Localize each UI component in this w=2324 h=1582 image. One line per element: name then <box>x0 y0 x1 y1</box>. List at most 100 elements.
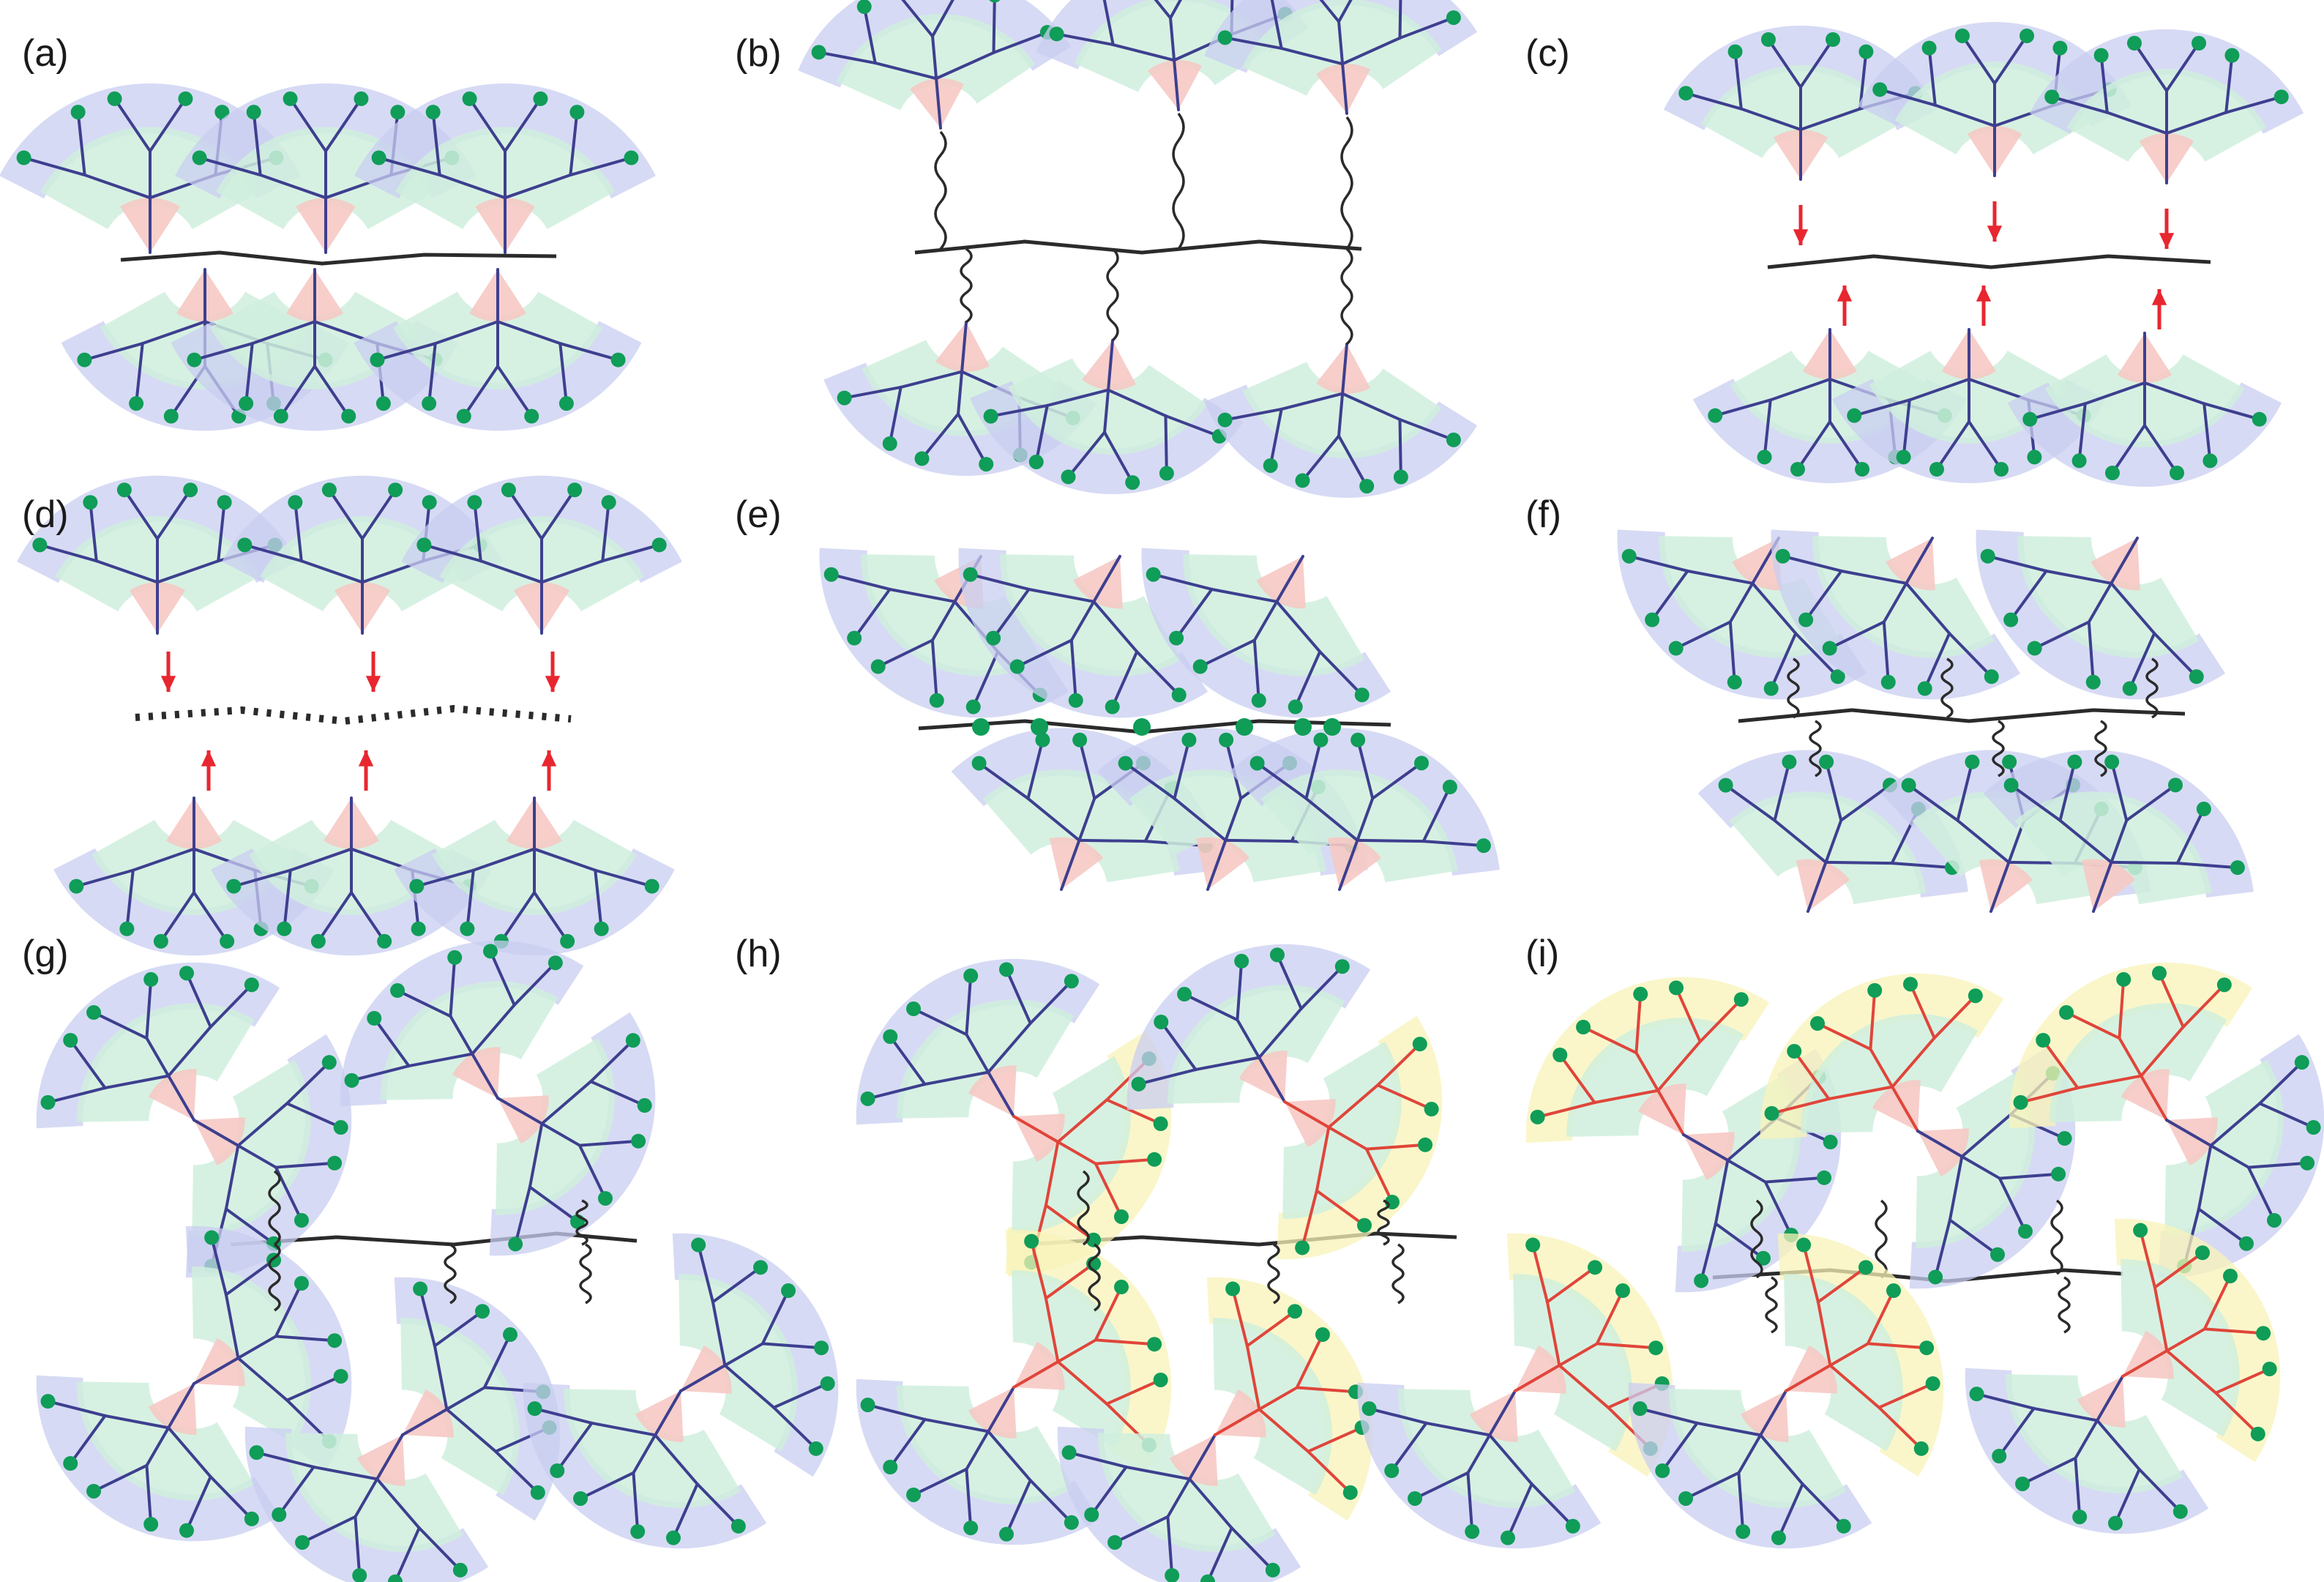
dendron-branch <box>1004 1479 1032 1536</box>
dendron-middle-shell <box>897 1385 1075 1504</box>
terminal-group-dot <box>1251 693 1266 708</box>
dendron <box>1965 1368 2209 1534</box>
dendron <box>1857 22 2132 177</box>
dendron-branch <box>987 1430 1032 1482</box>
dendron-branch <box>930 600 957 642</box>
dendron-branch <box>1975 1392 2036 1410</box>
dendron-branch <box>46 1086 107 1104</box>
dendron-branch <box>1269 407 1283 467</box>
terminal-group-dot <box>1980 548 1995 564</box>
terminal-group-dot <box>569 105 585 120</box>
dendron-branch <box>1111 43 1176 62</box>
dendron-branch <box>83 342 144 362</box>
terminal-group-dot <box>1756 1250 1771 1266</box>
dendron-branch <box>654 1433 699 1486</box>
dendron-branch <box>2113 1468 2141 1525</box>
dendron-branch <box>1763 1180 1793 1236</box>
dendron-branch <box>122 488 159 540</box>
dendron-branch <box>2092 860 2113 913</box>
terminal-group-dot <box>1764 1105 1779 1121</box>
dendron-branch <box>407 1052 474 1068</box>
terminal-group-dot <box>1147 1152 1162 1167</box>
dendron-core <box>148 1069 197 1120</box>
dendron-core <box>356 1435 406 1486</box>
dendron-branch <box>1338 838 1359 891</box>
dendron-core <box>2081 859 2136 911</box>
attachment-arrow-head <box>1837 286 1853 302</box>
dendron-branch <box>1656 1040 1702 1092</box>
dendron-branch <box>1877 1381 1935 1409</box>
dendron-core <box>1872 1080 1921 1131</box>
terminal-group-dot <box>1733 992 1749 1007</box>
dendron-branch <box>1698 998 1743 1043</box>
terminal-group-dot <box>1200 1574 1215 1582</box>
terminal-group-dot <box>631 1133 646 1149</box>
terminal-group-dot <box>2017 1223 2033 1239</box>
dendron-branch <box>1878 88 1937 107</box>
panel-label-h: (h) <box>735 933 782 975</box>
terminal-group-dot <box>1171 687 1187 703</box>
terminal-group-dot <box>2239 1236 2254 1251</box>
terminal-group-dot <box>1694 1273 1709 1288</box>
terminal-group-dot <box>971 755 987 771</box>
dendron-core <box>1796 859 1850 911</box>
dendron-outer-shell <box>489 1012 656 1256</box>
dendron-branch <box>960 321 968 373</box>
terminal-group-dot <box>1225 1281 1241 1296</box>
terminal-group-dot <box>2052 40 2068 56</box>
terminal-group-dot <box>2027 641 2042 656</box>
dendron-branch <box>1299 965 1344 1010</box>
dendron-branch <box>1816 1300 1832 1368</box>
terminal-group-dot <box>187 352 202 367</box>
dendron-branch <box>1424 1421 1492 1437</box>
terminal-group-dot <box>1992 1449 2007 1464</box>
dendron-outer-shell <box>185 1034 352 1278</box>
dendron-outer-shell <box>2158 1034 2324 1278</box>
dendron <box>36 962 280 1129</box>
dendron-branch <box>1028 980 1073 1025</box>
dendron-middle-shell <box>77 1381 255 1501</box>
dendron <box>354 268 642 431</box>
terminal-group-dot <box>550 1463 565 1479</box>
terminal-group-dot <box>1465 1524 1480 1540</box>
terminal-group-dot <box>1234 953 1249 969</box>
terminal-group-dot <box>1263 458 1278 473</box>
dendron-branch <box>145 1463 153 1526</box>
dendron-branch <box>923 1417 990 1433</box>
dendron-core <box>2091 538 2140 591</box>
terminal-group-dot <box>1446 432 1461 447</box>
graft-point-dot <box>1294 718 1312 736</box>
dendron-branch <box>1107 388 1167 418</box>
dendron-branch <box>252 111 262 177</box>
terminal-group-dot <box>1113 1209 1129 1224</box>
dendron-branch <box>46 1400 107 1417</box>
dendron-branch <box>1188 1477 1233 1530</box>
terminal-group-dot <box>1049 26 1064 42</box>
dendron-branch <box>2165 111 2228 135</box>
terminal-group-dot <box>2104 465 2120 480</box>
terminal-group-dot <box>2256 1326 2271 1341</box>
dendron-branch <box>1908 378 1970 402</box>
dendron-middle-shell <box>1513 1274 1632 1452</box>
terminal-group-dot <box>1954 29 1970 44</box>
dendron-branch <box>533 847 597 872</box>
dendron-branch <box>288 97 327 153</box>
dendron-branch <box>1188 1433 1217 1481</box>
dendron-branch <box>1828 1364 1881 1409</box>
dendron-branch <box>1413 1471 1470 1500</box>
terminal-group-dot <box>2003 612 2019 627</box>
dendron-branch <box>92 1463 149 1493</box>
terminal-group-dot <box>1678 1490 1694 1506</box>
dendron-branch <box>103 1414 171 1430</box>
terminal-group-dot <box>1880 674 1896 690</box>
panel-label-c: (c) <box>1525 32 1570 75</box>
dendron-branch <box>965 974 973 1037</box>
dendron-core <box>1014 1113 1065 1163</box>
spacer-linker <box>579 1243 592 1305</box>
dendron-branch <box>540 488 577 540</box>
terminal-group-dot <box>560 933 575 949</box>
dendron <box>672 1233 839 1477</box>
terminal-group-dot <box>1418 1137 1433 1152</box>
terminal-group-dot <box>1632 1401 1648 1417</box>
attachment-arrow-head <box>541 750 557 766</box>
